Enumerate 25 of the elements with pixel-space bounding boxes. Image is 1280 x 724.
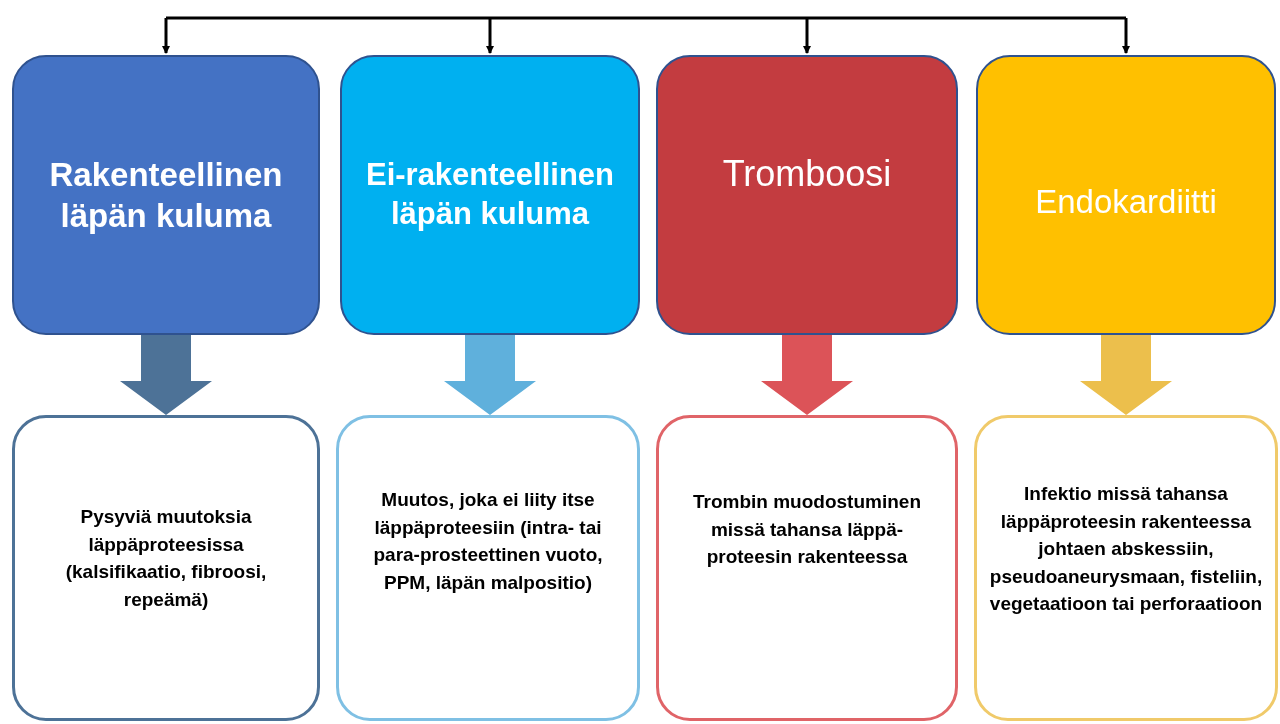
category-box [340, 55, 640, 335]
category-title: Ei-rakenteellinen läpän kuluma [364, 156, 616, 233]
arrow [1122, 18, 1130, 54]
description-box [12, 415, 320, 721]
category-title: Tromboosi [722, 152, 892, 196]
category-title: Endokardiitti [1035, 182, 1217, 222]
category-title: Rakenteellinen läpän kuluma [48, 154, 284, 236]
arrow [162, 18, 170, 54]
description-text: Trombin muodostuminen missä tahansa läppä-proteesin rakenteessa [692, 490, 922, 570]
category-box [12, 55, 320, 335]
arrow [803, 18, 811, 54]
connector-line [166, 16, 1126, 20]
description-text: Infektio missä tahansa läppäproteesin rakenteessa johtaen abskessiin, pseudoaneurysmaan, fisteliin, vegetaatioon tai perforaatioon [989, 482, 1263, 617]
description-box [336, 415, 640, 721]
description-box [656, 415, 958, 721]
block-arrow [1080, 335, 1172, 415]
description-box [974, 415, 1278, 721]
category-box [656, 55, 958, 335]
description-text: Pysyviä muutoksia läppäproteesissa (kalsifikaatio, fibroosi, repeämä) [64, 505, 268, 612]
arrow [486, 18, 494, 54]
block-arrow [444, 335, 536, 415]
block-arrow [761, 335, 853, 415]
description-text: Muutos, joka ei liity itse läppäproteesiin (intra- tai para-prosteettinen vuoto, PPM, läpän malpositio) [372, 488, 604, 595]
block-arrow [120, 335, 212, 415]
category-box [976, 55, 1276, 335]
